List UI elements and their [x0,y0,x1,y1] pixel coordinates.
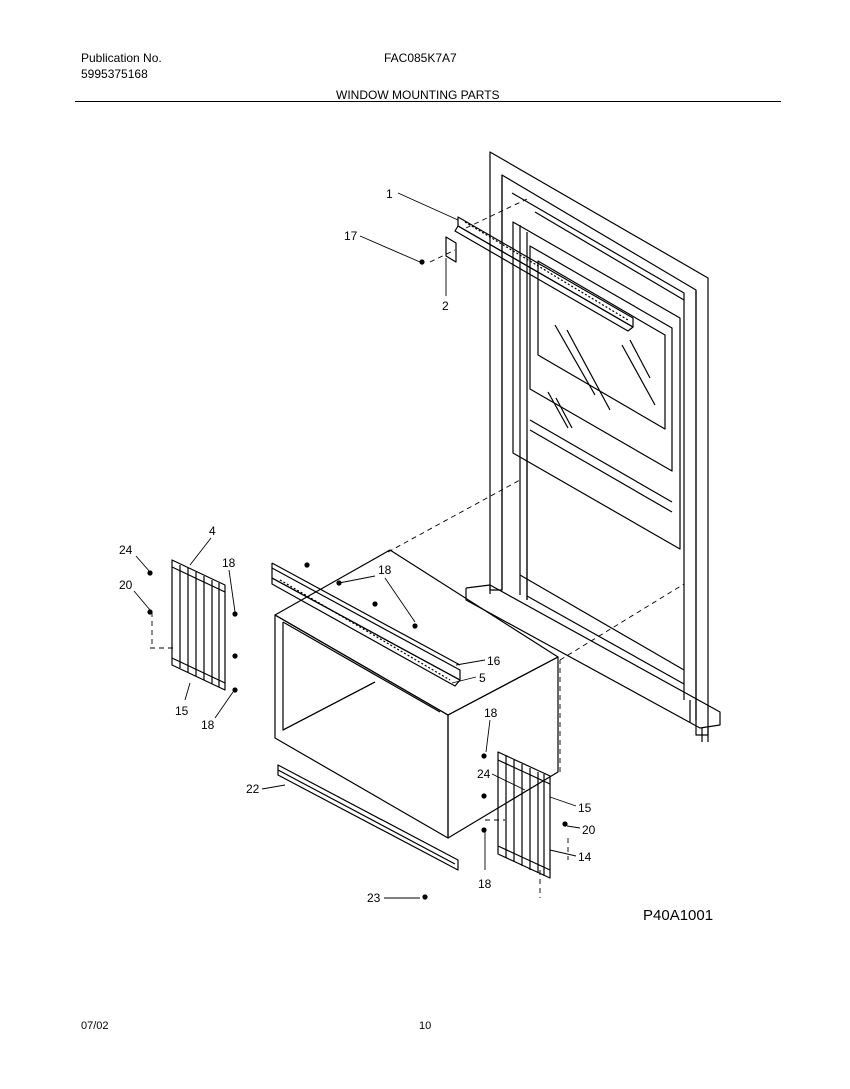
header-rule [75,101,781,102]
diagram-reference-code: P40A1001 [643,907,714,924]
callout-4: 4 [209,524,216,538]
callout-16: 16 [487,654,501,668]
callout-18-right-top: 18 [484,706,498,720]
bottom-rail [277,764,459,871]
callout-14: 14 [578,850,592,864]
callout-23: 23 [367,891,381,905]
callout-24-right: 24 [477,767,491,781]
callout-17: 17 [344,229,358,243]
callout-22: 22 [246,782,260,796]
callout-1: 1 [386,187,393,201]
callout-18-left-top: 18 [222,556,236,570]
callout-18-rail: 18 [378,563,392,577]
callout-18-left-bottom: 18 [201,718,215,732]
section-title: WINDOW MOUNTING PARTS [336,88,500,102]
model-number: FAC085K7A7 [384,51,457,65]
callout-2: 2 [442,299,449,313]
screw-17 [419,259,425,265]
left-side-panel [171,559,226,691]
leader-lines [133,192,581,899]
cabinet-sleeve [274,549,559,839]
publication-number: 5995375168 [81,67,148,81]
footer-date: 07/02 [81,1020,109,1032]
top-angle-rail [271,562,461,687]
callout-20-right: 20 [582,823,596,837]
callout-18-right-bottom: 18 [478,877,492,891]
callout-5: 5 [479,671,486,685]
callout-24-left: 24 [119,543,133,557]
alignment-lines [150,198,685,898]
top-rail [454,216,634,332]
top-bracket [445,236,457,263]
callout-20-left: 20 [119,578,133,592]
callout-15-left: 15 [175,704,189,718]
screws [147,562,568,900]
footer-page-number: 10 [419,1020,432,1032]
upper-sash [512,221,681,550]
callout-15-right: 15 [578,801,592,815]
window-frame [489,151,709,736]
window-sill [465,440,721,742]
right-side-panel [497,751,551,879]
publication-label: Publication No. [81,51,162,65]
